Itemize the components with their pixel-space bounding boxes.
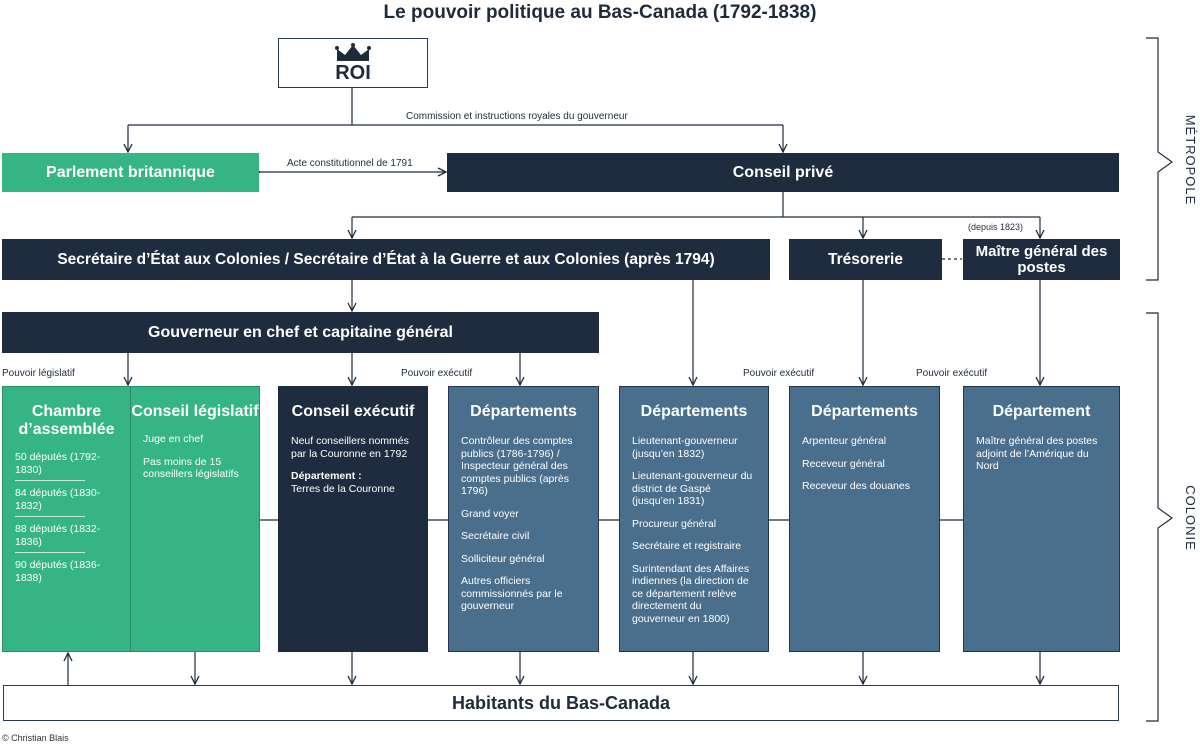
departements-2-item: Lieutenant-gouverneur du district de Gas…: [632, 470, 753, 507]
credit-text: © Christian Blais: [2, 733, 69, 743]
commission-label: Commission et instructions royales du go…: [406, 111, 628, 122]
chambre-item: 90 députés (1836-1838): [15, 559, 101, 584]
crown-icon: [335, 43, 371, 61]
acte-constitutionnel-label: Acte constitutionnel de 1791: [287, 158, 413, 169]
departements-1-item: Autres officiers commissionnés par le go…: [461, 575, 563, 612]
departements-column-2: Départements Lieutenant-gouverneur (jusq…: [619, 386, 769, 652]
metropole-label: MÉTROPOLE: [1183, 114, 1198, 206]
departements-1-title: Départements: [470, 403, 577, 420]
conseil-executif-item: Neuf conseillers nommés par la Couronne …: [291, 435, 409, 460]
chambre-item: 84 députés (1830-1832): [15, 487, 101, 512]
chambre-item: 50 députés (1792-1830): [15, 451, 101, 476]
departements-1-item: Grand voyer: [461, 507, 519, 520]
habitants-box: Habitants du Bas-Canada: [3, 685, 1119, 721]
secretaire-etat-box: Secrétaire d’État aux Colonies / Secréta…: [2, 239, 770, 280]
conseil-executif-title: Conseil exécutif: [291, 403, 415, 420]
departement-column-4: Département Maître général des postes ad…: [963, 386, 1120, 652]
conseil-legislatif-item: Juge en chef: [143, 433, 204, 445]
departements-3-item: Arpenteur général: [802, 435, 887, 447]
departements-2-title: Départements: [640, 403, 748, 420]
gouverneur-box: Gouverneur en chef et capitaine général: [2, 312, 599, 353]
chambre-assemblee-title: Chambre d’assemblée: [18, 403, 115, 438]
departements-1-item: Contrôleur des comptes publics (1786-179…: [461, 435, 573, 497]
conseil-legislatif-item: Pas moins de 15 conseillers législatifs: [143, 455, 239, 481]
page-title: Le pouvoir politique au Bas-Canada (1792…: [383, 2, 817, 23]
departement-4-item: Maître général des postes adjoint de l’A…: [976, 435, 1098, 472]
departements-2-item: Procureur général: [632, 517, 717, 530]
roi-box: ROI: [278, 38, 428, 88]
conseil-prive-box: Conseil privé: [447, 153, 1119, 192]
chambre-assemblee-column: Chambre d’assemblée 50 députés (1792-183…: [2, 386, 131, 652]
departements-column-3: Départements Arpenteur général Receveur …: [789, 386, 940, 652]
departements-2-item: Lieutenant-gouverneur (jusqu’en 1832): [632, 435, 738, 460]
departements-2-item: Secrétaire et registraire: [632, 540, 742, 552]
maitre-general-box: Maître général des postes: [963, 239, 1120, 280]
departements-1-item: Solliciteur général: [461, 552, 545, 565]
chambre-item: 88 députés (1832-1836): [15, 523, 101, 548]
conseil-legislatif-column: Conseil législatif Juge en chef Pas moin…: [130, 386, 260, 652]
departement-4-title: Département: [992, 403, 1091, 420]
pouvoir-legislatif-label: Pouvoir législatif: [2, 368, 75, 379]
departements-1-item: Secrétaire civil: [461, 530, 530, 542]
departements-2-item: Surintendant des Affaires indiennes (la …: [632, 562, 750, 625]
departements-3-item: Receveur des douanes: [802, 480, 910, 492]
departements-3-title: Départements: [811, 403, 918, 420]
conseil-legislatif-title: Conseil législatif: [131, 403, 259, 420]
conseil-executif-column: Conseil exécutif Neuf conseillers nommés…: [278, 386, 428, 652]
tresorerie-box: Trésorerie: [789, 239, 942, 280]
depuis-1823-label: (depuis 1823): [968, 222, 1024, 232]
parlement-britannique-box: Parlement britannique: [2, 153, 259, 192]
departement-label: Département :: [291, 470, 362, 482]
colonie-label: COLONIE: [1183, 485, 1198, 551]
roi-label: ROI: [335, 62, 371, 84]
pouvoir-executif-label-3: Pouvoir exécutif: [916, 368, 988, 379]
pouvoir-executif-label-1: Pouvoir exécutif: [401, 368, 473, 379]
departements-3-item: Receveur général: [802, 457, 885, 470]
departement-value: Terres de la Couronne: [291, 482, 395, 495]
departements-column-1: Départements Contrôleur des comptes publ…: [448, 386, 599, 652]
pouvoir-executif-label-2: Pouvoir exécutif: [743, 368, 815, 379]
